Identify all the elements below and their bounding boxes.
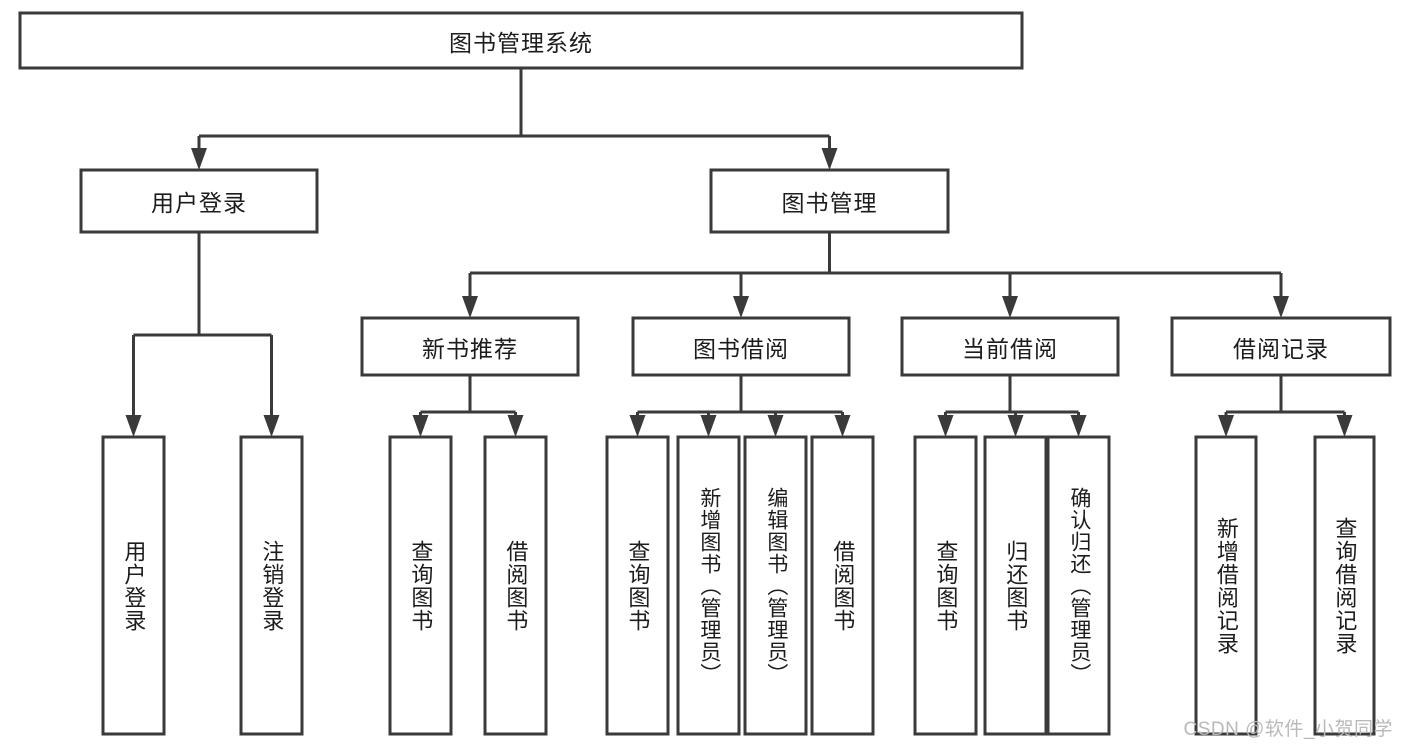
watermark-text: CSDN @软件_小贺同学: [1183, 719, 1393, 740]
arrow-head-leaf-query-book-borrow: [629, 415, 646, 437]
node-box-leaf-query-book-recommend[interactable]: [388, 435, 453, 736]
node-box-leaf-add-book-admin[interactable]: [676, 435, 741, 736]
node-box-leaf-query-borrow-record[interactable]: [1313, 435, 1376, 736]
arrow-head-leaf-add-borrow-record: [1218, 415, 1234, 437]
node-box-leaf-logout-login[interactable]: [239, 435, 304, 736]
arrow-head-leaf-return-book: [1007, 415, 1024, 437]
node-box-leaf-borrow-book[interactable]: [810, 435, 875, 736]
node-box-user-login[interactable]: [79, 168, 319, 234]
arrow-head-user-login: [191, 148, 207, 170]
arrow-head-leaf-query-book-current: [937, 415, 954, 437]
node-box-leaf-borrow-book-recommend[interactable]: [483, 435, 548, 736]
node-box-current-borrow[interactable]: [900, 316, 1120, 377]
node-box-leaf-add-borrow-record[interactable]: [1194, 435, 1258, 736]
arrow-head-leaf-borrow-book: [834, 415, 851, 437]
arrow-head-book-management: [821, 148, 838, 170]
node-box-root[interactable]: [18, 11, 1024, 70]
arrow-head-borrow-record: [1273, 296, 1289, 318]
arrow-head-leaf-query-book-recommend: [412, 415, 429, 437]
node-box-leaf-confirm-return-admin[interactable]: [1046, 435, 1111, 736]
arrow-head-current-borrow: [1002, 296, 1018, 318]
arrow-head-leaf-logout-login: [263, 415, 280, 437]
arrow-head-book-borrow: [733, 296, 749, 318]
arrow-head-new-book-recommend: [462, 296, 478, 318]
node-box-leaf-query-book-current[interactable]: [913, 435, 978, 736]
arrow-head-leaf-add-book-admin: [700, 415, 717, 437]
arrow-head-leaf-query-borrow-record: [1336, 415, 1353, 437]
node-box-book-borrow[interactable]: [631, 316, 851, 377]
arrow-head-leaf-borrow-book-recommend: [507, 415, 524, 437]
node-box-leaf-edit-book-admin[interactable]: [743, 435, 808, 736]
node-box-new-book-recommend[interactable]: [360, 316, 580, 377]
node-box-leaf-user-login[interactable]: [101, 435, 166, 736]
node-box-borrow-record[interactable]: [1170, 316, 1392, 377]
node-box-leaf-query-book-borrow[interactable]: [605, 435, 670, 736]
arrow-head-leaf-edit-book-admin: [767, 415, 784, 437]
arrow-head-leaf-confirm-return-admin: [1070, 415, 1087, 437]
nodes-layer: [18, 11, 1392, 736]
arrow-head-leaf-user-login: [125, 415, 142, 437]
node-box-book-management[interactable]: [709, 168, 950, 234]
connectors-layer: [125, 68, 1353, 437]
node-box-leaf-return-book[interactable]: [983, 435, 1048, 736]
